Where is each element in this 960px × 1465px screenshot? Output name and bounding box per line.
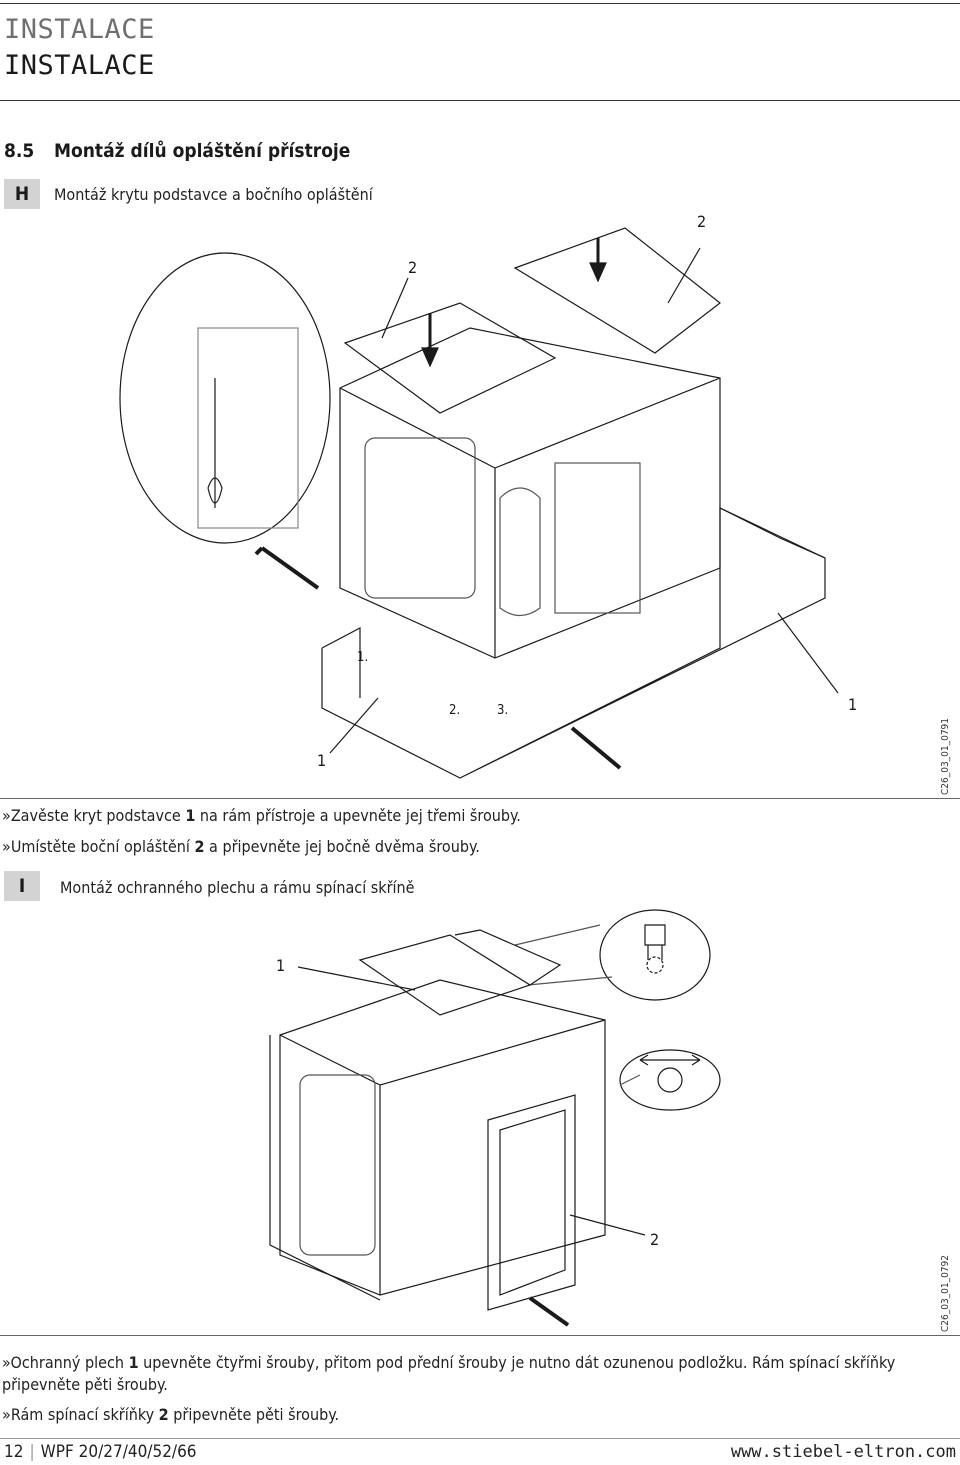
figure-h-illustration — [119, 227, 839, 779]
figure-h-code: C26_03_01_0791 — [940, 717, 951, 795]
detail-slot — [619, 1049, 721, 1111]
figure-i-callout-2: 2 — [650, 1230, 660, 1249]
figure-i-callout-1: 1 — [276, 956, 286, 975]
instruction-i-2: »Rám spínací skříňky 2 připevněte pěti š… — [2, 1405, 340, 1424]
instruction-h-1: »Zavěste kryt podstavce 1 na rám přístro… — [2, 806, 521, 825]
figure-h-rule — [0, 798, 960, 799]
page-number: 12 — [4, 1442, 24, 1462]
figure-h-callout-2b: 2 — [697, 212, 707, 231]
footer-left: 12|WPF 20/27/40/52/66 — [4, 1442, 197, 1462]
footer-rule — [0, 1438, 960, 1439]
figure-h-step-1: 1. — [357, 650, 369, 665]
figure-i-letter: I — [4, 871, 40, 901]
detail-screw-washer — [599, 909, 711, 1001]
figure-i-rule — [0, 1335, 960, 1336]
header-category-secondary: INSTALACE — [4, 50, 155, 81]
figure-h-callout-1a: 1 — [848, 695, 858, 714]
figure-h-step-2: 2. — [449, 703, 461, 718]
top-rule — [0, 3, 960, 4]
figure-i-illustration — [269, 909, 721, 1327]
footer-url: www.stiebel-eltron.com — [730, 1442, 956, 1462]
instruction-i-1: »Ochranný plech 1 upevněte čtyřmi šrouby… — [2, 1353, 896, 1394]
instruction-h-2: »Umístěte boční opláštění 2 a připevněte… — [2, 837, 480, 856]
header-rule — [0, 100, 960, 101]
figure-h-step-3: 3. — [497, 703, 509, 718]
header-category: INSTALACE — [4, 14, 155, 45]
figure-h-letter: H — [4, 179, 40, 209]
section-title: Montáž dílů opláštění přístroje — [54, 140, 351, 162]
figure-h-callout-2a: 2 — [408, 258, 418, 277]
figure-i-code: C26_03_01_0792 — [940, 1254, 951, 1332]
figure-i-title: Montáž ochranného plechu a rámu spínací … — [60, 878, 415, 897]
figure-h-callout-1b: 1 — [317, 751, 327, 770]
model-name: WPF 20/27/40/52/66 — [40, 1442, 197, 1462]
figure-h-title: Montáž krytu podstavce a bočního opláště… — [54, 185, 373, 204]
detail-magnifier-h — [119, 252, 331, 544]
section-number: 8.5 — [4, 140, 35, 162]
